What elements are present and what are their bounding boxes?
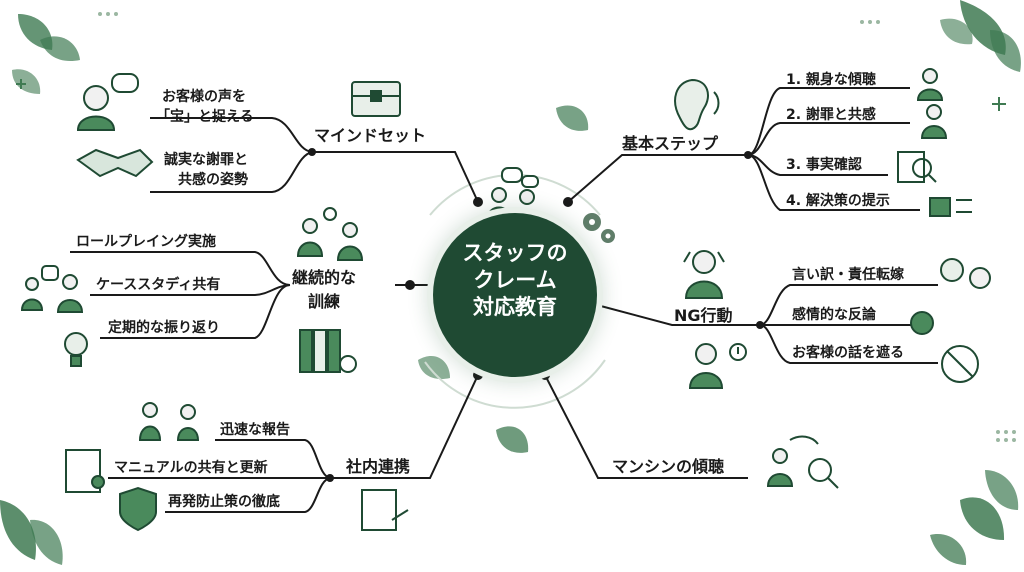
basic-step-2: 2. 謝罪と共感	[786, 107, 876, 123]
ng-frustrated-icon	[683, 250, 725, 299]
branch-training-line1: 継続的な	[292, 268, 357, 287]
basic-step-3: 3. 事実確認	[786, 157, 862, 173]
collab-icons	[65, 402, 409, 532]
connector-lines	[70, 87, 938, 513]
chest-icon	[351, 81, 401, 117]
ng-shrug-icon	[688, 343, 747, 389]
binders-icon	[299, 329, 357, 373]
roleplay-icon	[20, 265, 84, 313]
listening-icon	[766, 435, 839, 489]
ng-item-icons	[910, 258, 991, 383]
center-title-line3: 対応教育	[473, 294, 557, 319]
branch-basic-steps: 基本ステップ	[622, 134, 719, 153]
collab-item-manual: マニュアルの共有と更新	[114, 460, 268, 476]
center-title-line1: スタッフの	[462, 241, 568, 265]
mindset-leaf-1-line1: お客様の声を	[162, 89, 246, 105]
lightbulb-icon	[64, 332, 88, 367]
branch-mindset: マインドセット	[314, 126, 427, 145]
decorative-dots	[98, 12, 1016, 442]
gear-icon	[583, 213, 615, 243]
connector-nodes	[308, 148, 764, 482]
training-item-casestudy: ケーススタディ共有	[96, 277, 221, 293]
branch-collaboration: 社内連携	[346, 457, 411, 476]
basic-step-1: 1. 親身な傾聴	[786, 72, 876, 88]
ear-icon	[674, 78, 720, 131]
ng-item-emotional: 感情的な反論	[792, 307, 876, 323]
center-node	[433, 213, 597, 377]
step-icons	[897, 68, 972, 217]
branch-ng: NG行動	[674, 306, 733, 325]
basic-step-4: 4. 解決策の提示	[786, 193, 890, 209]
center-title: スタッフの クレーム 対応教育	[433, 240, 597, 321]
branch-listening: マンシンの傾聴	[612, 457, 725, 476]
collab-item-report: 迅速な報告	[220, 422, 290, 438]
mindset-leaf-2-line2: 共感の姿勢	[178, 172, 248, 188]
decorative-plus	[16, 79, 1006, 111]
training-staff-icon	[296, 207, 364, 261]
ng-item-interrupt: お客様の話を遮る	[792, 345, 904, 361]
branch-training-line2: 訓練	[308, 292, 341, 311]
ng-item-excuse: 言い訳・責任転嫁	[792, 267, 904, 283]
training-item-roleplay: ロールプレイング実施	[76, 234, 216, 250]
handshake-icon	[76, 148, 154, 178]
mindset-leaf-1-line2: 「宝」と捉える	[156, 109, 254, 125]
center-title-line2: クレーム	[473, 267, 557, 292]
mindset-leaf-2-line1: 誠実な謝罪と	[164, 152, 248, 168]
collab-item-prevention: 再発防止策の徹底	[168, 494, 280, 510]
training-item-review: 定期的な振り返り	[108, 320, 220, 336]
customer-speech-icon	[76, 73, 139, 131]
